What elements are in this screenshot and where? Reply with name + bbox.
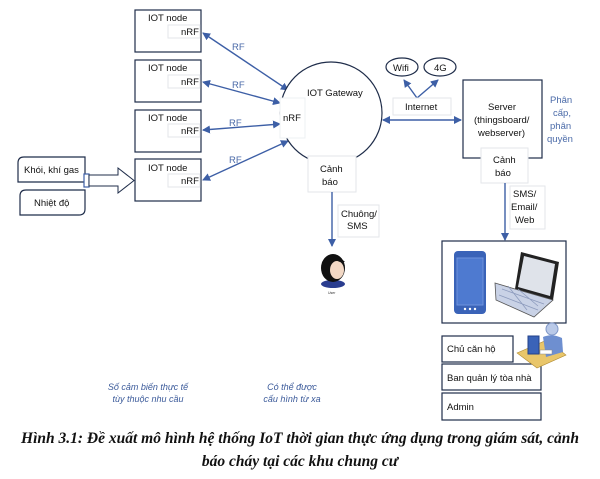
- svg-text:báo: báo: [322, 177, 338, 188]
- node-title: IOT node: [148, 13, 187, 24]
- svg-text:cấu hình từ xa: cấu hình từ xa: [263, 394, 320, 404]
- svg-text:Khói, khí gas: Khói, khí gas: [24, 165, 79, 176]
- internet-box: [392, 97, 452, 116]
- svg-text:Server: Server: [488, 102, 516, 113]
- node-radio: nRF: [181, 176, 199, 187]
- server-alert: Cảnh: [493, 155, 516, 166]
- sensor-smoke-gas: Khói, khí gas: [17, 156, 86, 183]
- svg-text:Ban quản lý tòa nhà: Ban quản lý tòa nhà: [447, 373, 532, 384]
- node-title: IOT node: [148, 163, 187, 174]
- node-title: IOT node: [148, 113, 187, 124]
- figure-caption: Hình 3.1: Đề xuất mô hình hệ thống IoT t…: [20, 430, 579, 447]
- node-radio: nRF: [181, 77, 199, 88]
- bell-sms-label: Chuông/: [341, 209, 377, 220]
- svg-text:báo: báo: [495, 168, 511, 179]
- rf-label: RF: [229, 118, 242, 129]
- 4g-bubble: [423, 57, 457, 77]
- sensor-input-arrow-icon: [83, 166, 135, 195]
- svg-text:Chủ căn hộ: Chủ căn hộ: [447, 344, 496, 355]
- svg-text:quyền: quyền: [547, 134, 573, 145]
- rf-label: RF: [229, 155, 242, 166]
- svg-text:Web: Web: [515, 215, 534, 226]
- 4g-label: 4G: [434, 63, 447, 74]
- gateway-alert: Cảnh: [320, 164, 343, 175]
- svg-text:phân: phân: [550, 121, 571, 132]
- svg-text:báo cháy tại các khu chung cư: báo cháy tại các khu chung cư: [202, 453, 400, 470]
- iot-node-3: IOT node nRF: [134, 109, 202, 153]
- operator-icon: [516, 322, 567, 369]
- iot-node-1: IOT node nRF: [134, 9, 202, 53]
- sensor-count-note: Số cảm biến thực tế: [108, 382, 189, 392]
- rf-link-4: [202, 140, 289, 181]
- svg-text:tùy thuộc nhu cầu: tùy thuộc nhu cầu: [112, 394, 183, 404]
- sms-email-web-label: SMS/: [513, 189, 537, 200]
- svg-text:(thingsboard/: (thingsboard/: [474, 115, 530, 126]
- wifi-arrow: [403, 79, 418, 99]
- svg-text:Email/: Email/: [511, 202, 538, 213]
- rf-link-3: [202, 120, 281, 134]
- rf-label: RF: [232, 42, 245, 53]
- remote-config-note: Có thể được: [267, 382, 317, 392]
- wifi-label: Wifi: [393, 63, 409, 74]
- svg-text:Admin: Admin: [447, 402, 474, 413]
- role-apartment-owner: [441, 335, 514, 363]
- role-building-management: [441, 363, 542, 391]
- 4g-arrow: [416, 79, 439, 99]
- user-label: User: [328, 291, 336, 295]
- role-admin: [441, 392, 542, 421]
- node-radio: nRF: [181, 27, 199, 38]
- user-icon: [321, 254, 345, 288]
- gateway-radio: nRF: [283, 113, 301, 124]
- wifi-bubble: [385, 57, 419, 77]
- svg-text:SMS: SMS: [347, 221, 368, 232]
- rf-link-1: [202, 32, 289, 91]
- node-radio: nRF: [181, 126, 199, 137]
- node-title: IOT node: [148, 63, 187, 74]
- internet-label: Internet: [405, 102, 438, 113]
- iot-gateway: IOT Gateway nRF Cảnh báo: [279, 61, 383, 193]
- iot-node-4: IOT node nRF: [134, 158, 202, 202]
- svg-text:webserver): webserver): [477, 128, 525, 139]
- svg-text:cấp,: cấp,: [553, 108, 571, 119]
- laptop-icon: [494, 252, 559, 318]
- svg-text:Nhiệt độ: Nhiệt độ: [34, 198, 69, 209]
- rf-link-2: [202, 79, 281, 106]
- svg-text:Phân: Phân: [550, 95, 572, 106]
- server: Server (thingsboard/ webserver) Cảnh báo: [462, 79, 543, 184]
- gateway-title: IOT Gateway: [307, 88, 363, 99]
- rf-label: RF: [232, 80, 245, 91]
- iot-node-2: IOT node nRF: [134, 59, 202, 103]
- permissions-note: Phân cấp, phân quyền: [547, 95, 573, 145]
- sensor-temperature: Nhiệt độ: [19, 189, 86, 216]
- smartphone-icon: [454, 251, 486, 314]
